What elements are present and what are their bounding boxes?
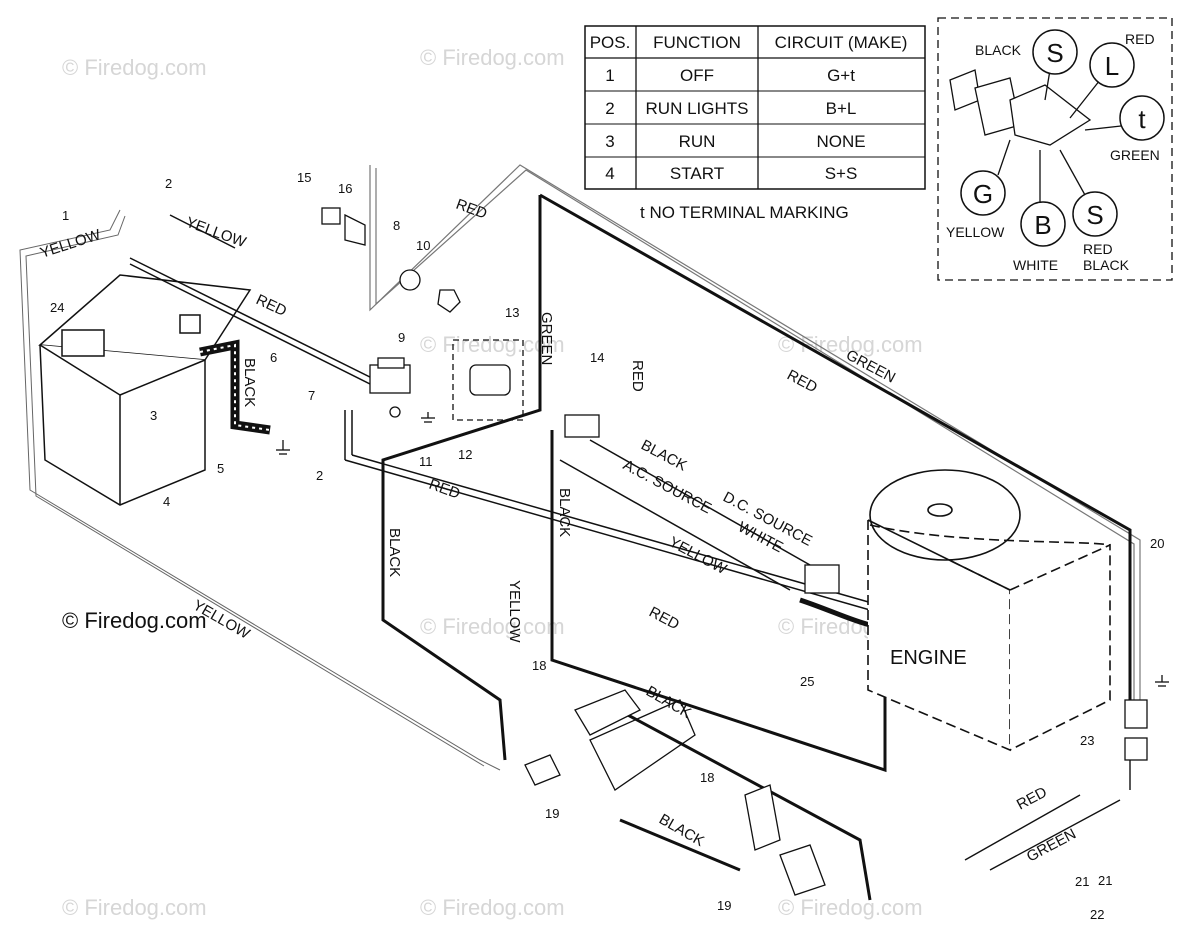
green-harness xyxy=(369,164,1141,700)
watermark: © Firedog.com xyxy=(62,55,207,80)
terminal-g: G xyxy=(973,179,993,209)
table-cell: 3 xyxy=(605,132,614,151)
table-cell: RUN LIGHTS xyxy=(646,99,749,118)
seat-switch xyxy=(524,689,826,896)
callout-22: 22 xyxy=(1090,907,1104,922)
callout-4: 4 xyxy=(163,494,170,509)
clips xyxy=(321,207,366,246)
callout-24: 24 xyxy=(50,300,64,315)
terminal-b: B xyxy=(1034,210,1051,240)
connector xyxy=(564,414,1148,761)
callout-19: 19 xyxy=(545,806,559,821)
callout-14: 14 xyxy=(590,350,604,365)
callout-5: 5 xyxy=(217,461,224,476)
wire-label-yellow: YELLOW xyxy=(666,534,730,579)
terminal-s2: S xyxy=(1086,200,1103,230)
ground-symbols xyxy=(276,412,1169,687)
wire-label-black: BLACK xyxy=(556,488,573,537)
table-cell: G+t xyxy=(827,66,855,85)
callout-2: 2 xyxy=(165,176,172,191)
wire-label-yellow: YELLOW xyxy=(506,580,523,643)
function-table: POS. FUNCTION CIRCUIT (MAKE) 1 OFF G+t 2… xyxy=(584,25,926,222)
callout-3: 3 xyxy=(150,408,157,423)
switch-label-yellow: YELLOW xyxy=(946,224,1005,240)
callout-21: 21 xyxy=(1075,874,1089,889)
copyright: © Firedog.com xyxy=(62,608,207,633)
wire-label-black: BLACK xyxy=(386,528,403,577)
terminal-t: t xyxy=(1138,104,1146,134)
callout-20: 20 xyxy=(1150,536,1164,551)
wire-label-yellow: YELLOW xyxy=(184,214,249,252)
table-cell: NONE xyxy=(816,132,865,151)
ignition-switch xyxy=(399,269,524,421)
wire-label-green: GREEN xyxy=(538,312,555,365)
wire-label-green: GREEN xyxy=(1024,825,1079,865)
yellow-harness xyxy=(19,209,501,771)
table-header-function: FUNCTION xyxy=(653,33,741,52)
table-cell: 4 xyxy=(605,164,614,183)
watermark: © Firedog.com xyxy=(62,895,207,920)
wire-label-red: RED xyxy=(253,291,289,320)
wire-label-red: RED xyxy=(629,360,646,392)
callout-21b: 21 xyxy=(1098,873,1112,888)
callouts: 1 2 3 4 5 6 7 8 9 10 11 12 13 14 15 16 2… xyxy=(50,170,1164,922)
watermark: © Firedog.com xyxy=(778,895,923,920)
engine-leads xyxy=(559,439,871,628)
wire-label-yellow: YELLOW xyxy=(38,226,104,262)
wire-label-red: RED xyxy=(784,367,820,397)
table-cell: 2 xyxy=(605,99,614,118)
callout-10: 10 xyxy=(416,238,430,253)
callout-6: 6 xyxy=(270,350,277,365)
wire-label-red: RED xyxy=(1014,784,1050,814)
callout-11: 11 xyxy=(419,454,433,469)
watermark: © Firedog.com xyxy=(420,895,565,920)
callout-18b: 18 xyxy=(700,770,714,785)
switch-label-black: BLACK xyxy=(975,42,1022,58)
callout-7: 7 xyxy=(308,388,315,403)
table-header-circuit: CIRCUIT (MAKE) xyxy=(775,33,908,52)
table-cell: START xyxy=(670,164,724,183)
table-header-pos: POS. xyxy=(590,33,631,52)
switch-label-red2: RED xyxy=(1083,241,1113,257)
table-cell: 1 xyxy=(605,66,614,85)
callout-1: 1 xyxy=(62,208,69,223)
table-cell: B+L xyxy=(826,99,857,118)
switch-label-red: RED xyxy=(1125,31,1155,47)
callout-13: 13 xyxy=(505,305,519,320)
wire-label-black: BLACK xyxy=(643,683,694,722)
terminal-l: L xyxy=(1105,51,1119,81)
switch-label-white: WHITE xyxy=(1013,257,1058,273)
callout-18: 18 xyxy=(532,658,546,673)
callout-12: 12 xyxy=(458,447,472,462)
solenoid xyxy=(369,357,411,418)
switch-detail: S L t G B S BLACK RED GREEN YELLOW WHITE… xyxy=(937,17,1173,281)
engine-label: ENGINE xyxy=(890,647,967,669)
table-note: t NO TERMINAL MARKING xyxy=(640,203,849,222)
table-cell: OFF xyxy=(680,66,714,85)
callout-2b: 2 xyxy=(316,468,323,483)
callout-25: 25 xyxy=(800,674,814,689)
callout-9: 9 xyxy=(398,330,405,345)
switch-label-black2: BLACK xyxy=(1083,257,1130,273)
wire-label-red: RED xyxy=(646,604,682,634)
callout-16: 16 xyxy=(338,181,352,196)
watermark: © Firedog.com xyxy=(420,45,565,70)
battery xyxy=(38,274,252,506)
wire-label-red: RED xyxy=(427,476,463,503)
red-wire xyxy=(129,214,873,611)
wire-label-black: BLACK xyxy=(241,358,258,407)
terminal-s: S xyxy=(1046,38,1063,68)
callout-19b: 19 xyxy=(717,898,731,913)
rear-wires xyxy=(964,760,1131,871)
battery-cable xyxy=(199,339,271,435)
table-cell: S+S xyxy=(825,164,858,183)
engine xyxy=(867,469,1111,752)
callout-23: 23 xyxy=(1080,733,1094,748)
callout-15: 15 xyxy=(297,170,311,185)
callout-8: 8 xyxy=(393,218,400,233)
table-cell: RUN xyxy=(679,132,716,151)
watermark: © Firedog.com xyxy=(420,614,565,639)
switch-label-green: GREEN xyxy=(1110,147,1160,163)
